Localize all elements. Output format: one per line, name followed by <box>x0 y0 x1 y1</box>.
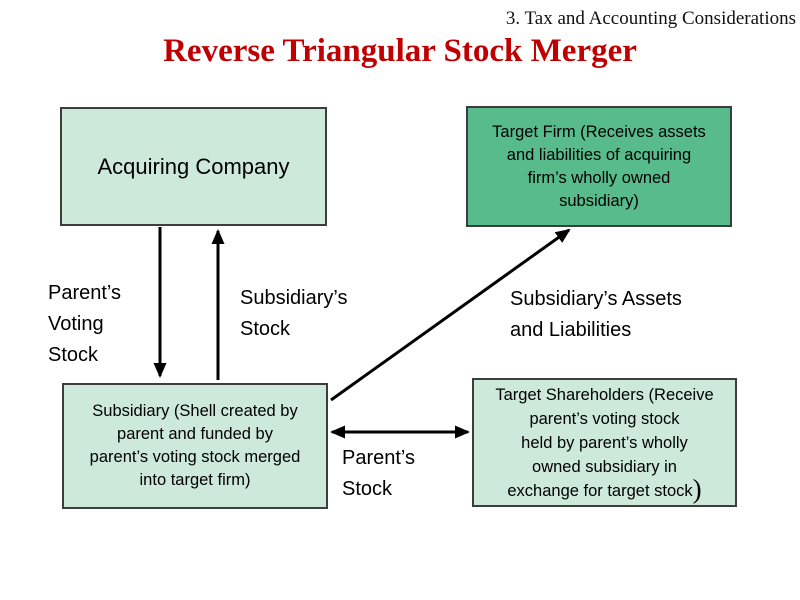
subsidiary-box: Subsidiary (Shell created by parent and … <box>62 383 328 509</box>
target-firm-label: Target Firm (Receives assets and liabili… <box>492 122 706 210</box>
label-subsidiarys-stock: Subsidiary’s Stock <box>240 287 348 340</box>
corner-note: 3. Tax and Accounting Considerations <box>505 8 796 29</box>
label-subsidiarys-assets: Subsidiary’s Assets and Liabilities <box>510 288 682 341</box>
acquiring-company-box: Acquiring Company <box>60 107 327 226</box>
target-shareholders-label: Target Shareholders (Receive parent’s vo… <box>495 383 713 503</box>
target-shareholders-closing-paren: ) <box>692 473 702 504</box>
acquiring-company-label: Acquiring Company <box>97 153 290 179</box>
target-firm-box: Target Firm (Receives assets and liabili… <box>466 106 732 227</box>
slide-title: Reverse Triangular Stock Merger <box>163 33 637 69</box>
target-shareholders-box: Target Shareholders (Receive parent’s vo… <box>472 378 737 507</box>
subsidiary-label: Subsidiary (Shell created by parent and … <box>89 402 301 489</box>
target-shareholders-main-text: Target Shareholders (Receive parent’s vo… <box>495 385 714 500</box>
label-parents-voting-stock: Parent’s Voting Stock <box>48 282 122 366</box>
label-parents-stock: Parent’s Stock <box>342 447 416 500</box>
